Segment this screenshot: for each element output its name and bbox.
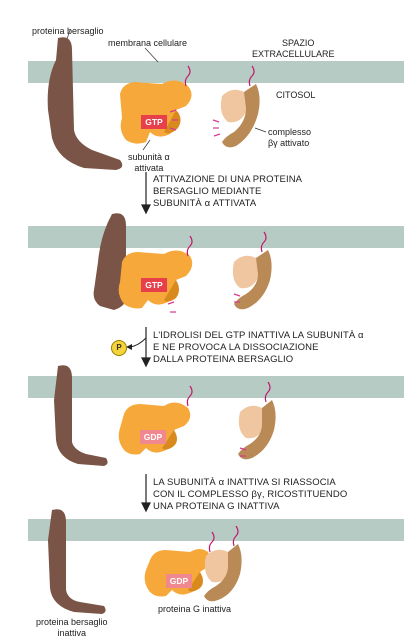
step-arrow-2 xyxy=(141,327,151,368)
gtp-badge-1: GTP xyxy=(141,115,167,129)
label-extracellular-1: SPAZIO xyxy=(282,38,315,48)
phosphate-release-arrow xyxy=(129,337,147,348)
target-protein-4 xyxy=(48,509,106,614)
membrane-3 xyxy=(28,376,404,398)
inactive-g-protein xyxy=(144,544,242,602)
label-inactive-g-protein: proteina G inattiva xyxy=(158,604,232,614)
step-2-text: L'IDROLISI DEL GTP INATTIVA LA SUBUNITÀ … xyxy=(153,330,364,365)
beta-gamma-complex-1 xyxy=(220,84,260,148)
step-3-text: LA SUBUNITÀ α INATTIVA SI RIASSOCIA CON … xyxy=(153,477,348,512)
membrane-2 xyxy=(28,226,404,248)
label-beta-gamma: complesso βγ attivato xyxy=(268,127,312,148)
lipid-anchors-4 xyxy=(208,525,239,553)
target-protein-2 xyxy=(93,213,126,310)
beta-gamma-complex-3 xyxy=(238,400,276,460)
gdp-badge-2: GDP xyxy=(166,574,192,588)
activity-sparks-3 xyxy=(239,447,247,457)
target-protein-3 xyxy=(54,365,108,466)
alpha-subunit-inactive xyxy=(118,402,191,455)
label-inactive-target: proteina bersaglio inattiva xyxy=(36,617,108,638)
step-arrow-3 xyxy=(141,474,151,513)
lipid-anchors-1 xyxy=(184,65,255,87)
target-protein-1 xyxy=(47,37,123,171)
label-extracellular-2: EXTRACELLULARE xyxy=(252,49,335,59)
alpha-subunit-active xyxy=(120,80,192,144)
activity-sparks-2 xyxy=(167,293,241,313)
label-alpha-active: subunità α attivata xyxy=(128,152,170,173)
gtp-badge-2: GTP xyxy=(141,278,167,292)
lipid-anchors-3 xyxy=(186,381,271,407)
beta-gamma-complex-2 xyxy=(232,250,272,310)
step-arrow-1 xyxy=(141,172,151,215)
membrane-1 xyxy=(28,61,404,83)
gdp-badge-1: GDP xyxy=(140,430,166,444)
lipid-anchors-2 xyxy=(186,231,267,257)
label-target-protein: proteina bersaglio xyxy=(32,26,104,36)
label-cytosol: CITOSOL xyxy=(276,90,316,100)
activity-sparks-1 xyxy=(169,109,221,137)
phosphate-icon: P xyxy=(111,340,127,356)
label-cell-membrane: membrana cellulare xyxy=(108,38,188,48)
membrane-4 xyxy=(28,519,404,541)
step-1-text: ATTIVAZIONE DI UNA PROTEINA BERSAGLIO ME… xyxy=(153,174,303,209)
